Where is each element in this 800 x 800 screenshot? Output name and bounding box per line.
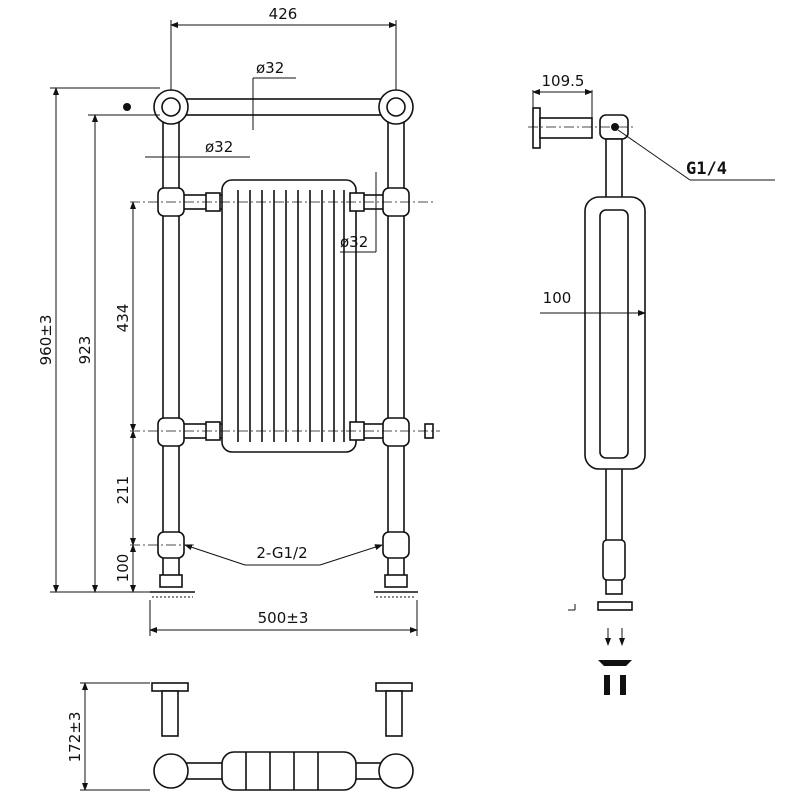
dim-960: 960±3	[37, 315, 55, 366]
dim-172: 172±3	[66, 712, 84, 763]
side-view: 109.5 G1/4 100	[528, 72, 775, 695]
dim-dia-left: ø32	[205, 138, 233, 156]
valve-label: G1/4	[686, 159, 727, 179]
plan-view: 172±3	[66, 682, 414, 791]
dim-923: 923	[76, 336, 94, 365]
dim-dia-top: ø32	[256, 59, 284, 77]
dim-500: 500±3	[258, 609, 309, 627]
dim-dia-right: ø32	[340, 233, 368, 251]
air-vent-icon	[123, 103, 131, 111]
dim-434: 434	[114, 304, 132, 333]
dim-side-100: 100	[543, 289, 572, 307]
front-view: 426 ø32 ø32 ø32 960±3 923 434 211 100 2-…	[37, 5, 440, 636]
dim-109-5: 109.5	[542, 72, 585, 90]
dim-211: 211	[114, 476, 132, 505]
radiator	[179, 179, 391, 453]
dim-426: 426	[269, 5, 298, 23]
dim-100: 100	[114, 554, 132, 583]
inlet-label: 2-G1/2	[256, 544, 307, 562]
fixing-screws-icon	[598, 628, 632, 695]
